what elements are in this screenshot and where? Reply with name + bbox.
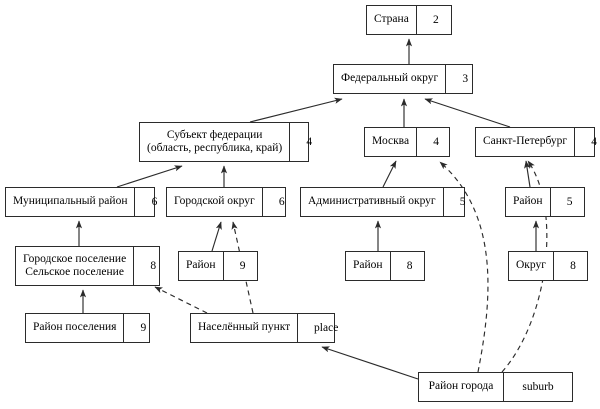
edge-nas-punkt-to-poselenie (154, 286, 208, 314)
node-raion-goroda-label: Район города (428, 380, 494, 393)
node-adm-raion-tag: 8 (389, 252, 429, 280)
node-spb[interactable]: Санкт-Петербург 4 (475, 127, 597, 157)
node-raion-pos-tag: 9 (123, 314, 162, 342)
node-subject-label-line1: Субъект федерации (166, 128, 263, 141)
node-go-raion-tag: 9 (222, 252, 262, 280)
edge-raion-goroda-to-nas-punkt (321, 346, 419, 380)
node-adm-okrug-label: Административный округ (308, 195, 436, 208)
node-subject-label: Субъект федерации (область, республика, … (140, 123, 289, 161)
node-mun-raion-tag: 6 (134, 188, 173, 216)
edge-raion-goroda-to-spb (501, 160, 548, 373)
node-fed-okrug-tag: 3 (445, 65, 484, 93)
node-spb-okrug[interactable]: Округ 8 (508, 251, 588, 281)
node-spb-okrug-tag: 8 (552, 252, 592, 280)
node-adm-raion[interactable]: Район 8 (345, 251, 425, 281)
node-mun-raion-label: Муниципальный район (13, 195, 128, 208)
node-subject[interactable]: Субъект федерации (область, республика, … (139, 122, 312, 162)
node-gor-okrug[interactable]: Городской округ 6 (166, 187, 286, 217)
edge-raion-goroda-to-moskva (439, 161, 489, 373)
node-poselenie-label: Городское поселение Сельское поселение (16, 247, 133, 285)
node-strana-tag: 2 (415, 6, 455, 34)
node-moskva-tag: 4 (416, 128, 455, 156)
node-nas-punkt-tag: place (297, 314, 354, 342)
node-nas-punkt[interactable]: Населённый пункт place (190, 313, 338, 343)
node-raion-pos[interactable]: Район поселения 9 (25, 313, 150, 343)
node-fed-okrug[interactable]: Федеральный округ 3 (333, 64, 473, 94)
node-fed-okrug-label: Федеральный округ (341, 72, 439, 85)
node-moskva-label: Москва (372, 135, 410, 148)
edge-go-raion-to-gor-okrug (211, 221, 222, 252)
node-spb-raion-tag: 5 (549, 188, 589, 216)
node-strana-label: Страна (374, 13, 409, 26)
node-subject-label-line2: (область, республика, край) (147, 142, 283, 154)
node-poselenie-label-line1: Городское поселение (23, 252, 127, 265)
node-raion-goroda[interactable]: Район города suburb (418, 372, 573, 402)
node-raion-pos-label: Район поселения (33, 321, 117, 334)
node-spb-raion-label: Район (513, 195, 543, 208)
node-spb-tag: 4 (574, 128, 600, 156)
edge-mun-raion-to-subject (116, 165, 183, 188)
node-spb-label: Санкт-Петербург (483, 135, 568, 148)
node-poselenie-label-line2: Сельское поселение (25, 266, 124, 278)
node-poselenie[interactable]: Городское поселение Сельское поселение 8 (15, 246, 160, 286)
node-moskva[interactable]: Москва 4 (364, 127, 450, 157)
edge-subject-to-fed-okrug (249, 97, 343, 123)
edge-adm-okrug-to-moskva (382, 160, 397, 188)
edge-spb-raion-to-spb (524, 160, 531, 188)
node-gor-okrug-tag: 6 (261, 188, 301, 216)
node-adm-raion-label: Район (353, 259, 383, 272)
node-subject-tag: 4 (289, 123, 328, 161)
node-spb-raion[interactable]: Район 5 (505, 187, 585, 217)
node-adm-okrug[interactable]: Административный округ 5 (300, 187, 466, 217)
node-go-raion[interactable]: Район 9 (178, 251, 258, 281)
node-strana[interactable]: Страна 2 (366, 5, 452, 35)
node-raion-goroda-tag: suburb (503, 373, 572, 401)
node-gor-okrug-label: Городской округ (174, 195, 255, 208)
node-poselenie-tag: 8 (133, 247, 172, 285)
node-mun-raion[interactable]: Муниципальный район 6 (5, 187, 157, 217)
node-nas-punkt-label: Населённый пункт (198, 321, 291, 334)
node-adm-okrug-tag: 5 (442, 188, 482, 216)
node-spb-okrug-label: Округ (516, 259, 546, 272)
edge-spb-to-fed-okrug (424, 98, 511, 128)
node-go-raion-label: Район (186, 259, 216, 272)
